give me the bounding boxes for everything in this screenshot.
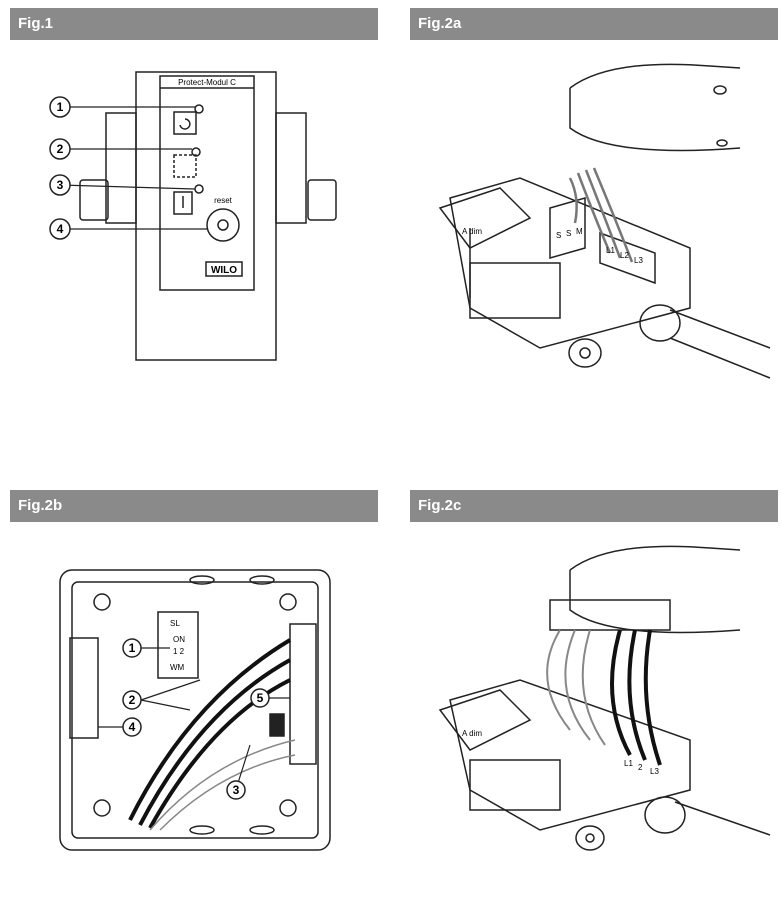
figure-2c-panel: Fig.2c L1 2 L3 A dim — [410, 490, 778, 910]
switch-label-top: SL — [170, 619, 180, 628]
figure-1-title: Fig.1 — [10, 8, 378, 40]
switch-label-on: ON — [173, 635, 185, 644]
brand-logo: WILO — [211, 265, 237, 276]
figure-2a-drawing: S S M L1 L2 L3 A dim — [438, 63, 771, 379]
box-cover — [438, 689, 532, 751]
callout-3: 3 — [233, 783, 240, 797]
mounting-eye — [575, 825, 605, 851]
figure-2a-panel: Fig.2a S S M L1 L — [410, 8, 778, 428]
figure-2b-drawing: 1 2 3 4 5 SL ON 1 2 WM — [59, 569, 331, 851]
cable-gland — [639, 304, 681, 342]
screw-top-right — [279, 593, 297, 611]
box-cover — [438, 187, 532, 249]
module-label: Protect-Modul C — [178, 78, 236, 87]
figure-2a-title: Fig.2a — [410, 8, 778, 40]
cover-text: A dim — [462, 227, 482, 236]
reset-button — [206, 208, 240, 242]
rotation-icon — [173, 111, 197, 135]
figure-2b-title: Fig.2b — [10, 490, 378, 522]
callout-3: 3 — [57, 178, 64, 192]
switch-label-nums: 1 2 — [173, 647, 185, 656]
wilo-logo-box — [205, 261, 243, 277]
module-block — [469, 262, 561, 319]
callout-4: 4 — [57, 222, 64, 236]
mounting-eye — [568, 338, 602, 368]
motor-housing-top — [569, 545, 741, 571]
terminal-label-l1: L1 — [624, 759, 633, 768]
module-housing — [135, 71, 277, 361]
terminal-label-l1: L1 — [606, 246, 615, 255]
dip-switch-block — [157, 611, 199, 679]
callout-1: 1 — [57, 100, 64, 114]
terminal-label-s1: S — [556, 231, 561, 240]
cover-text: A dim — [462, 729, 482, 738]
callout-1: 1 — [129, 641, 136, 655]
terminal-label-m: M — [576, 227, 583, 236]
reset-label: reset — [214, 196, 233, 205]
terminal-label-l2: 2 — [638, 763, 643, 772]
right-gland-nut — [307, 179, 337, 221]
callout-2: 2 — [57, 142, 64, 156]
screw-bottom-right — [279, 799, 297, 817]
power-terminal — [599, 231, 656, 285]
screw-bottom-left — [93, 799, 111, 817]
right-terminal-strip — [289, 623, 317, 765]
figure-2b-panel: Fig.2b — [10, 490, 378, 910]
plug-connector — [549, 599, 671, 631]
signal-terminal — [549, 197, 586, 259]
figure-1-drawing: 1 2 3 4 Protect-Modul C reset WILO — [49, 71, 337, 361]
terminal-label-l3: L3 — [634, 256, 643, 265]
callout-4: 4 — [129, 720, 136, 734]
figure-2c-title: Fig.2c — [410, 490, 778, 522]
left-gland-nut — [79, 179, 109, 221]
left-terminal-strip — [69, 637, 99, 739]
led-3 — [194, 184, 204, 194]
switch-label-bottom: WM — [170, 663, 185, 672]
terminal-box-outline — [59, 569, 331, 851]
terminal-label-l2: L2 — [620, 251, 629, 260]
callout-2: 2 — [129, 693, 136, 707]
right-connector-body — [275, 112, 307, 224]
motor-housing-top — [569, 63, 741, 89]
thermometer-icon — [173, 191, 193, 215]
callout-5: 5 — [257, 691, 264, 705]
module-block — [469, 759, 561, 811]
module-front-panel — [159, 75, 255, 291]
figure-1-panel: Fig.1 — [10, 8, 378, 428]
screw-top-left — [93, 593, 111, 611]
cable-gland — [644, 796, 686, 834]
left-connector-body — [105, 112, 137, 224]
terminal-label-l3: L3 — [650, 767, 659, 776]
terminal-label-s2: S — [566, 229, 571, 238]
led-1 — [194, 104, 204, 114]
figure-2c-drawing: L1 2 L3 A dim — [438, 545, 771, 851]
blocked-rotation-icon — [173, 154, 197, 178]
